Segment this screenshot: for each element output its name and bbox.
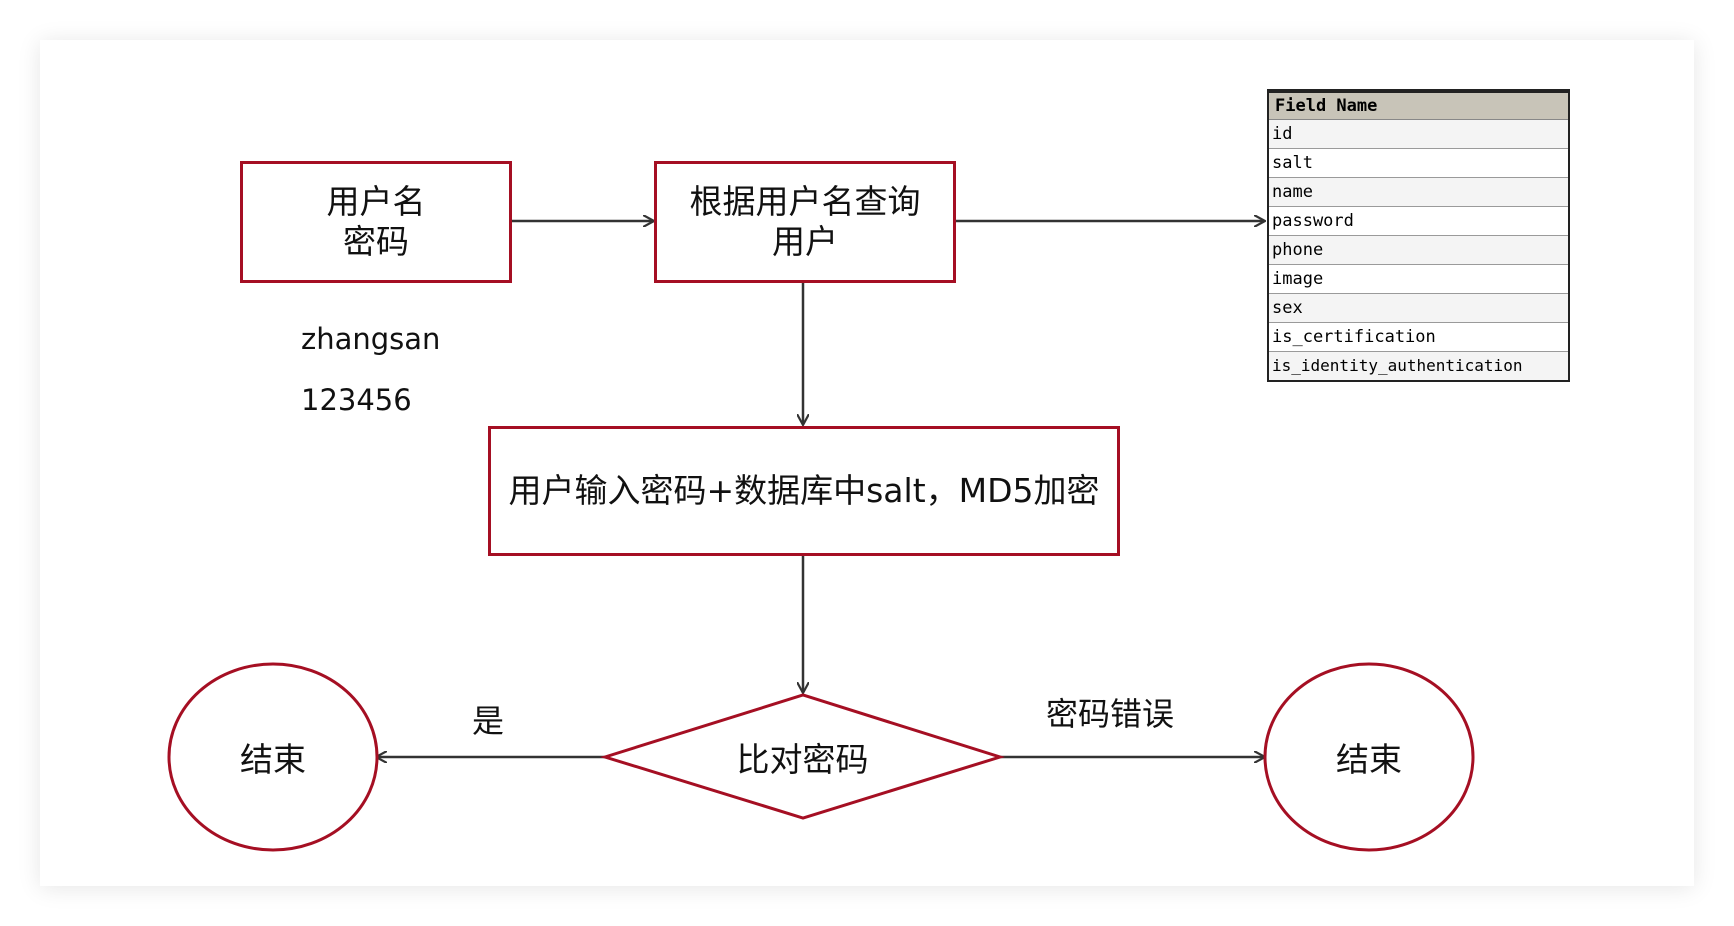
edge-label-wrong-password: 密码错误 <box>1046 695 1175 733</box>
edge-label-yes: 是 <box>472 702 505 740</box>
table-row: name <box>1269 178 1568 207</box>
example-username: zhangsan <box>301 322 441 356</box>
input-box-line2: 密码 <box>343 222 409 261</box>
table-row: phone <box>1269 236 1568 265</box>
end-right-circle <box>1263 662 1475 852</box>
table-row: password <box>1269 207 1568 236</box>
query-box-line1: 根据用户名查询 <box>689 182 921 221</box>
table-row: id <box>1269 120 1568 149</box>
table-row: is_identity_authentication <box>1269 352 1568 380</box>
user-table-fields: Field Name id salt name password phone i… <box>1267 89 1570 382</box>
table-row: salt <box>1269 149 1568 178</box>
end-right-label: 结束 <box>1336 740 1402 779</box>
compare-diamond-shape <box>599 693 1006 820</box>
end-left-circle <box>167 662 379 852</box>
query-box: 根据用户名查询 用户 <box>654 161 956 283</box>
query-box-line2: 用户 <box>772 222 838 261</box>
input-box: 用户名 密码 <box>240 161 512 283</box>
encrypt-box: 用户输入密码+数据库中salt，MD5加密 <box>488 426 1120 556</box>
encrypt-box-label: 用户输入密码+数据库中salt，MD5加密 <box>508 471 1100 510</box>
table-body: id salt name password phone image sex is… <box>1269 120 1568 380</box>
end-left-label: 结束 <box>240 740 306 779</box>
input-box-line1: 用户名 <box>326 182 426 221</box>
table-header: Field Name <box>1269 93 1568 120</box>
compare-diamond-label: 比对密码 <box>736 740 869 779</box>
table-row: sex <box>1269 294 1568 323</box>
example-password: 123456 <box>301 383 412 417</box>
table-row: image <box>1269 265 1568 294</box>
table-row: is_certification <box>1269 323 1568 352</box>
